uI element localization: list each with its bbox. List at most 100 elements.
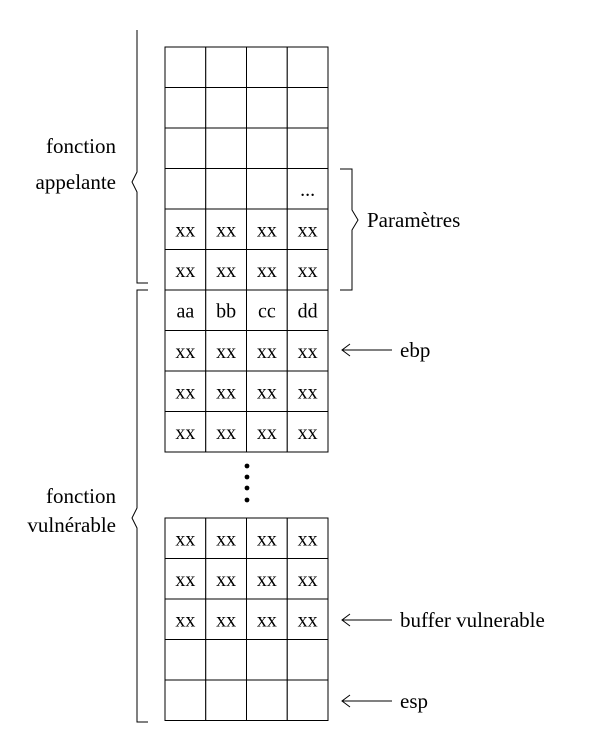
stack-cell <box>286 598 329 640</box>
stack-cell <box>246 46 288 88</box>
stack-cell <box>205 558 247 600</box>
stack-cell <box>286 517 329 559</box>
stack-cell <box>164 46 207 88</box>
stack-cell <box>164 249 207 291</box>
stack-cell <box>205 127 247 169</box>
stack-cell <box>205 639 247 681</box>
stack-cell <box>205 370 247 412</box>
stack-cell <box>286 87 329 129</box>
stack-cell <box>246 598 288 640</box>
buffer-label: buffer vulnerable <box>400 608 545 632</box>
stack-cell <box>246 249 288 291</box>
stack-cell <box>164 411 207 453</box>
stack-cell-value: xx <box>216 569 236 591</box>
stack-cell <box>205 168 247 210</box>
stack-cell <box>246 639 288 681</box>
stack-cell <box>286 370 329 412</box>
vulnerable-label-line2: vulnérable <box>27 513 116 537</box>
stack-cell <box>286 639 329 681</box>
stack-cell-value: xx <box>216 260 236 282</box>
stack-cell <box>205 411 247 453</box>
stack-cell <box>246 517 288 559</box>
stack-cell <box>246 87 288 129</box>
stack-cell <box>286 168 329 210</box>
stack-cell <box>164 370 207 412</box>
stack-cell-value: xx <box>298 219 318 241</box>
stack-cell <box>164 87 207 129</box>
stack-cell <box>164 127 207 169</box>
caller-label-line1: fonction <box>46 134 116 158</box>
stack-cell <box>164 679 207 721</box>
stack-cell <box>246 370 288 412</box>
stack-cell <box>205 87 247 129</box>
stack-cell <box>205 46 247 88</box>
stack-cell-value: xx <box>175 422 195 444</box>
stack-cell-value: xx <box>216 422 236 444</box>
stack-cell <box>246 289 288 331</box>
parameters-brace <box>340 168 359 291</box>
stack-cell-value: xx <box>216 381 236 403</box>
stack-cell-value: xx <box>216 219 236 241</box>
stack-cell <box>246 127 288 169</box>
caller-label-line2: appelante <box>36 170 116 194</box>
stack-cell <box>164 330 207 372</box>
stack-cell-value: xx <box>298 260 318 282</box>
stack-cell-value: xx <box>175 260 195 282</box>
stack-cell <box>246 168 288 210</box>
caller-brace <box>131 30 148 284</box>
stack-cell-value: xx <box>257 260 277 282</box>
stack-cell-value: xx <box>257 609 277 631</box>
stack-cell <box>286 679 329 721</box>
stack-cell-value: xx <box>216 528 236 550</box>
stack-cell-value: xx <box>216 609 236 631</box>
parameters-label: Paramètres <box>367 208 460 232</box>
stack-cell-value: xx <box>175 528 195 550</box>
stack-cell-value: dd <box>298 300 318 322</box>
stack-cell-value: xx <box>298 609 318 631</box>
stack-cell-value: xx <box>298 422 318 444</box>
stack-cell-value: ... <box>300 179 315 201</box>
stack-cell-value: xx <box>257 219 277 241</box>
stack-cell-value: xx <box>257 381 277 403</box>
stack-cell <box>246 330 288 372</box>
stack-cell-value: xx <box>257 341 277 363</box>
buffer-arrow <box>341 613 392 627</box>
stack-cell <box>286 127 329 169</box>
stack-cell-value: bb <box>216 300 236 322</box>
ebp-label: ebp <box>400 338 430 362</box>
stack-cell <box>164 208 207 250</box>
stack-cell <box>164 289 207 331</box>
stack-cell-value: aa <box>176 300 194 322</box>
ebp-arrow <box>341 343 392 357</box>
vulnerable-brace <box>131 289 148 723</box>
stack-cell-value: xx <box>175 219 195 241</box>
stack-cell-value: xx <box>175 381 195 403</box>
stack-cell <box>164 168 207 210</box>
stack-cell-value: xx <box>298 381 318 403</box>
esp-label: esp <box>400 689 428 713</box>
vulnerable-label-line1: fonction <box>46 484 116 508</box>
stack-cell-value: xx <box>257 569 277 591</box>
stack-cell <box>246 679 288 721</box>
stack-cell <box>286 411 329 453</box>
stack-cell-value: xx <box>257 422 277 444</box>
stack-cell <box>286 558 329 600</box>
stack-cell-value: xx <box>175 609 195 631</box>
stack-cell-value: xx <box>298 528 318 550</box>
stack-cell <box>286 46 329 88</box>
esp-arrow <box>341 694 392 708</box>
stack-cell <box>286 330 329 372</box>
stack-cell-value: cc <box>258 300 276 322</box>
stack-cell <box>205 679 247 721</box>
stack-cell-value: xx <box>298 569 318 591</box>
stack-cell-value: xx <box>175 341 195 363</box>
stack-cell-value: xx <box>175 569 195 591</box>
stack-cell <box>164 639 207 681</box>
stack-cell-value: xx <box>257 528 277 550</box>
stack-cell <box>205 517 247 559</box>
stack-cell-value: xx <box>298 341 318 363</box>
